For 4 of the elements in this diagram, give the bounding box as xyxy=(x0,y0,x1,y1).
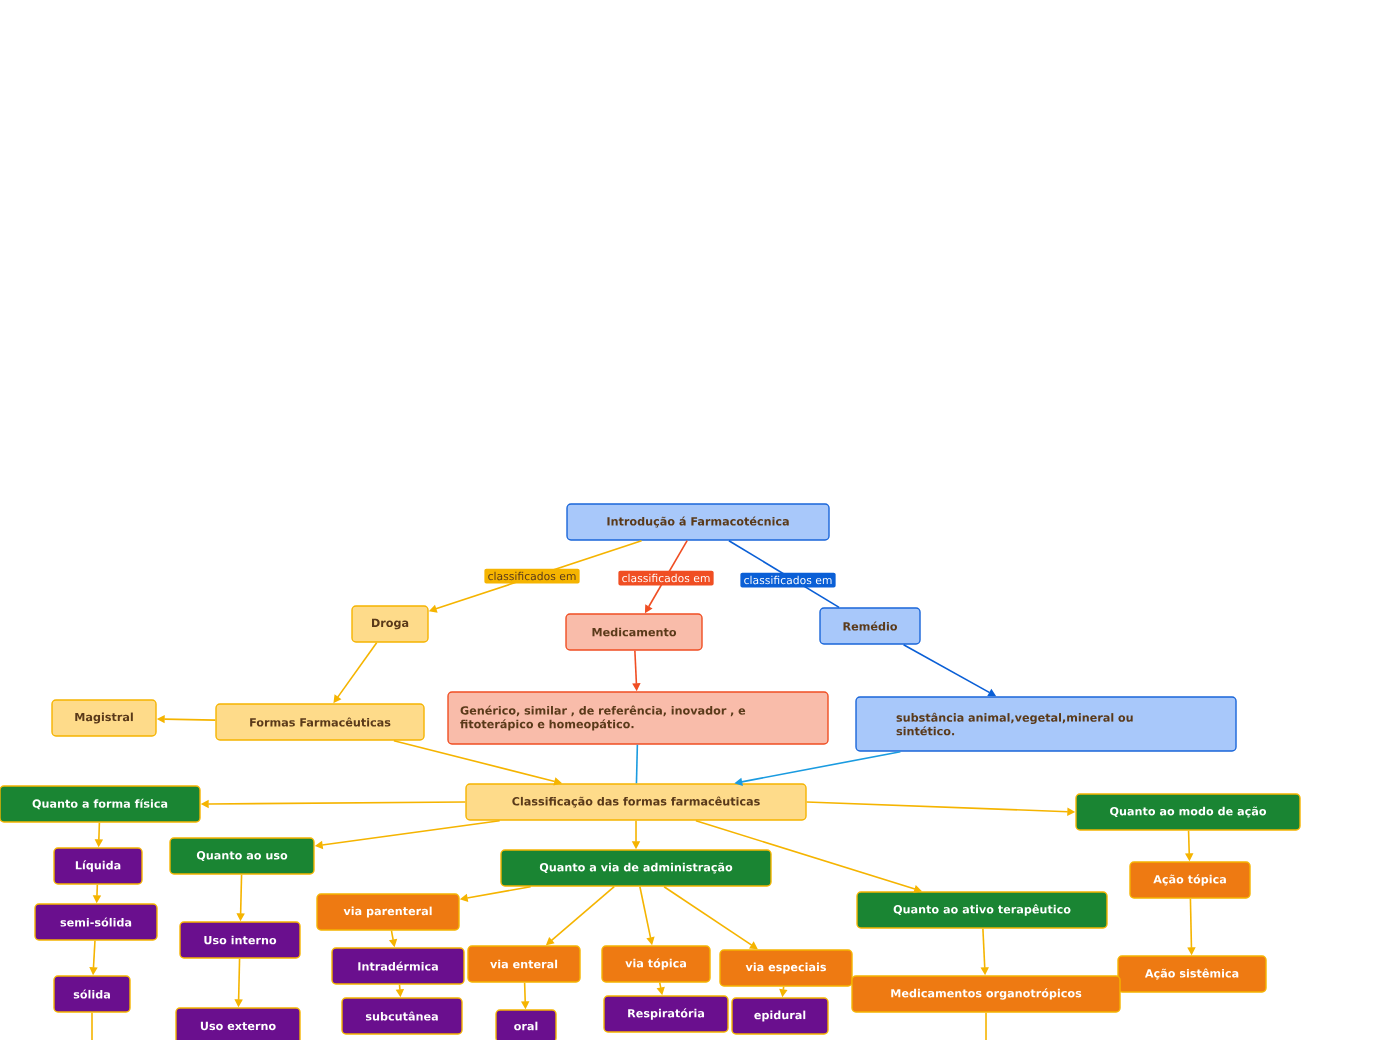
connector-line xyxy=(91,1011,93,1040)
connector-line xyxy=(985,1011,987,1040)
connector-line xyxy=(635,743,639,785)
arrow xyxy=(663,885,758,950)
